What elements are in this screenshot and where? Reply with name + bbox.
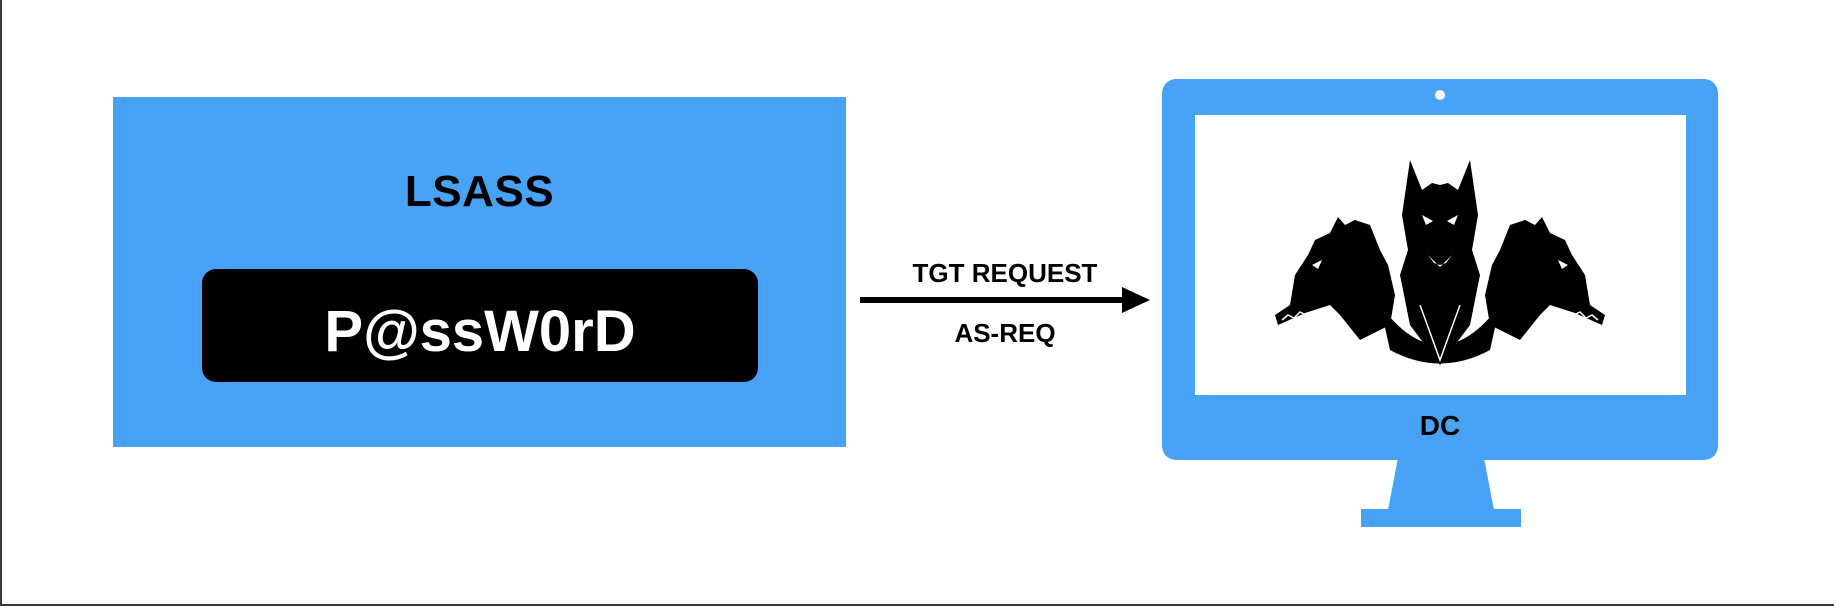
tgt-request-label: TGT REQUEST (912, 258, 1098, 288)
dc-label: DC (1419, 410, 1461, 441)
password-text: P@ssW0rD (324, 299, 636, 364)
cerberus-icon (1275, 160, 1605, 365)
lsass-title: LSASS (404, 167, 555, 216)
request-arrow-icon (860, 287, 1150, 313)
password-box: P@ssW0rD (202, 269, 758, 382)
as-req-label: AS-REQ (954, 318, 1056, 348)
lsass-process-box: LSASS P@ssW0rD (113, 97, 846, 447)
